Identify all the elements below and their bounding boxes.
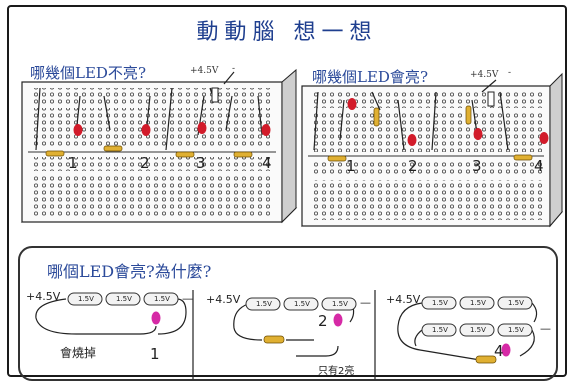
left-board-number-1: 1	[68, 154, 78, 172]
circuit-1-note: 會燒掉	[60, 346, 97, 360]
right-board-number-3: 3	[472, 157, 482, 175]
right-board-minus: -	[508, 68, 512, 78]
bottom-resistors	[263, 335, 497, 364]
circuit-2-cell-2: 1.5V	[294, 300, 310, 308]
right-board-voltage: +4.5V	[470, 70, 499, 80]
left-board-number-3: 3	[196, 154, 206, 172]
left-board-minus: -	[232, 64, 236, 74]
circuit-2-cell-3: 1.5V	[332, 300, 348, 308]
circuit-1-voltage: +4.5V	[26, 290, 61, 303]
bottom-cells	[67, 292, 533, 337]
circuit-1-minus: —	[182, 292, 193, 305]
left-breadboard	[20, 68, 298, 224]
right-board-number-2: 2	[408, 157, 418, 175]
circuit-3-top-cell-1: 1.5V	[432, 299, 448, 307]
circuit-2-voltage: +4.5V	[206, 293, 241, 306]
page-title: 動動腦 想一想	[196, 20, 378, 45]
circuit-1-cell-3: 1.5V	[154, 295, 170, 303]
circuit-2-minus: —	[360, 296, 371, 309]
circuit-2-cell-1: 1.5V	[256, 300, 272, 308]
circuit-3-top-cell-3: 1.5V	[508, 299, 524, 307]
circuit-2-note: 只有2亮	[318, 366, 355, 377]
circuit-1-cell-1: 1.5V	[78, 295, 94, 303]
circuit-3-voltage: +4.5V	[386, 293, 421, 306]
left-board-number-2: 2	[140, 154, 150, 172]
bottom-circuit-drawings	[35, 290, 538, 380]
circuit-3-top-cell-2: 1.5V	[470, 299, 486, 307]
circuit-2-number: 2	[318, 312, 328, 330]
circuit-3-bottom-cell-1: 1.5V	[432, 326, 448, 334]
circuit-3-number: 4	[494, 342, 504, 360]
bottom-panel-question: 哪個LED會亮?為什麼?	[47, 262, 212, 281]
left-board-number-4: 4	[262, 154, 272, 172]
circuit-3-minus: —	[540, 322, 551, 335]
circuit-1-cell-2: 1.5V	[116, 295, 132, 303]
right-breadboard	[300, 72, 564, 228]
right-board-number-4: 4	[534, 157, 544, 175]
right-board-number-1: 1	[346, 157, 356, 175]
right-board-question: 哪幾個LED會亮?	[312, 68, 428, 86]
worksheet-frame	[7, 5, 567, 377]
left-board-voltage: +4.5V	[190, 66, 219, 76]
circuit-3-bottom-cell-2: 1.5V	[470, 326, 486, 334]
left-board-question: 哪幾個LED不亮?	[30, 64, 146, 82]
bottom-leds	[151, 311, 511, 357]
circuit-3-bottom-cell-3: 1.5V	[508, 326, 524, 334]
bottom-question-panel	[18, 246, 558, 381]
circuit-1-number: 1	[150, 345, 160, 363]
